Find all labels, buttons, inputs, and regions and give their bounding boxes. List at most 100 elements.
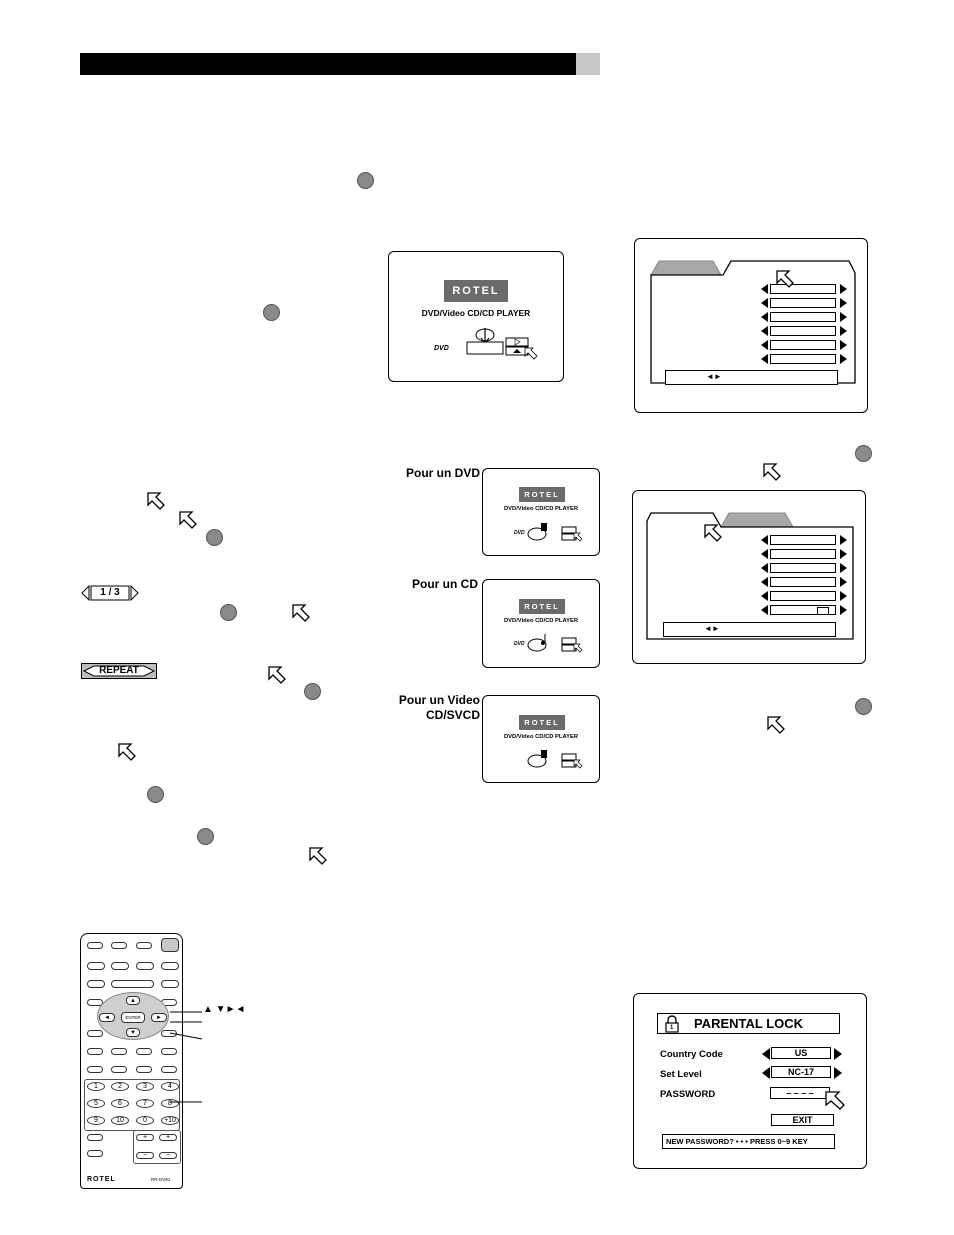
movie-disc-icon (527, 750, 547, 768)
play-icon (561, 753, 583, 769)
setup-menu-screen: ◄► (634, 238, 868, 413)
setup-menu-screen-2: ◄► (632, 490, 866, 664)
player-subtitle: DVD/Video CD/CD PLAYER (421, 308, 531, 318)
remote-key[interactable]: 4 (161, 1082, 179, 1091)
remote-pause-button[interactable] (136, 962, 154, 970)
header-bar-tab (576, 53, 600, 75)
remote-key[interactable]: 2 (111, 1082, 129, 1091)
remote-key[interactable]: 7 (136, 1099, 154, 1108)
remote-angle-button[interactable] (161, 1048, 177, 1055)
country-prev-arrow[interactable] (762, 1048, 770, 1060)
remote-tv-ch-up[interactable]: + (136, 1134, 154, 1141)
remote-prev-button[interactable] (87, 980, 105, 988)
remote-program-button[interactable] (87, 1030, 103, 1037)
step-marker (206, 529, 223, 546)
cursor-icon (767, 716, 785, 734)
player-subtitle: DVD/Video CD/CD PLAYER (503, 618, 579, 624)
nav-arrows: ◄► (706, 372, 722, 381)
step-marker (147, 786, 164, 803)
play-eject-icon (505, 337, 538, 360)
dvd-screen: ROTEL DVD/Video CD/CD PLAYER DVD (482, 468, 600, 556)
remote-shift-button[interactable] (87, 1150, 103, 1157)
remote-rewind-button[interactable] (87, 962, 105, 970)
remote-fn-button[interactable] (87, 1048, 103, 1055)
country-next-arrow[interactable] (834, 1048, 842, 1060)
remote-tv-vol-down[interactable]: − (159, 1152, 177, 1159)
remote-right-button[interactable]: ► (151, 1013, 167, 1022)
remote-key[interactable]: 8 (161, 1099, 179, 1108)
remote-stop-button[interactable] (111, 962, 129, 970)
remote-cancel-button[interactable] (87, 1066, 103, 1073)
cursor-icon (309, 847, 327, 865)
remote-enter-button[interactable]: ENTER (121, 1012, 145, 1023)
remote-forward-button[interactable] (161, 962, 179, 970)
set-level-field[interactable]: NC-17 (771, 1066, 831, 1078)
exit-button[interactable]: EXIT (771, 1114, 834, 1126)
label-svcd: CD/SVCD (425, 708, 480, 722)
cursor-icon (268, 666, 286, 684)
music-disc-icon (527, 634, 547, 652)
remote-key[interactable]: 9 (87, 1116, 105, 1125)
setup-nav-bar: ◄► (663, 622, 836, 637)
setup-rows (761, 282, 851, 366)
cursor-icon (147, 492, 165, 510)
remote-number-pad (84, 1079, 180, 1131)
vcd-screen: ROTEL DVD/Video CD/CD PLAYER (482, 695, 600, 783)
cursor-icon (763, 463, 781, 481)
remote-key[interactable]: 5 (87, 1099, 105, 1108)
dvd-logo: DVD (434, 345, 449, 352)
remote-fn-button[interactable] (111, 1048, 127, 1055)
remote-fn-button[interactable] (136, 1048, 152, 1055)
remote-key[interactable]: 1 (87, 1082, 105, 1091)
label-dvd: Pour un DVD (406, 466, 480, 480)
remote-down-button[interactable]: ▼ (126, 1028, 140, 1037)
lock-number: 1 (670, 1025, 674, 1031)
repeat-indicator: REPEAT (81, 663, 157, 679)
remote-next-button[interactable] (161, 980, 179, 988)
repeat-text: REPEAT (99, 665, 139, 676)
remote-tv-video-button[interactable] (87, 1134, 103, 1141)
remote-zoom-button[interactable] (136, 1066, 152, 1073)
header-bar (80, 53, 576, 75)
remote-key[interactable]: 0 (136, 1116, 154, 1125)
remote-model: RR-DV91 (151, 1177, 171, 1182)
remote-up-button[interactable]: ▲ (126, 996, 140, 1005)
remote-tv-power-button[interactable] (136, 942, 152, 949)
parental-message: NEW PASSWORD? • • • PRESS 0~9 KEY (662, 1134, 835, 1149)
remote-return-button[interactable] (111, 942, 127, 949)
remote-dvd-power-button[interactable] (161, 938, 179, 952)
remote-key[interactable]: 10 (111, 1116, 129, 1125)
cursor-icon (179, 511, 197, 529)
remote-arrows-label: ▲ ▼►◄ (203, 1004, 246, 1015)
player-subtitle: DVD/Video CD/CD PLAYER (503, 506, 579, 512)
remote-tv-ch-down[interactable]: − (136, 1152, 154, 1159)
remote-left-button[interactable]: ◄ (99, 1013, 115, 1022)
remote-digest-button[interactable] (161, 1066, 177, 1073)
country-code-field[interactable]: US (771, 1047, 831, 1059)
remote-osd-button[interactable] (161, 1030, 177, 1037)
setup-rows (761, 533, 851, 617)
remote-control: ▲ ▼ ◄ ► ENTER 1 2 3 4 5 6 7 8 9 10 0 +10… (80, 933, 183, 1189)
remote-resume-button[interactable] (111, 1066, 127, 1073)
step-marker (197, 828, 214, 845)
remote-play-button[interactable] (111, 980, 154, 988)
level-prev-arrow[interactable] (762, 1067, 770, 1079)
remote-callout-lines (170, 1011, 203, 1103)
rotel-logo: ROTEL (519, 715, 565, 730)
password-field[interactable]: – – – – (770, 1087, 830, 1099)
parental-title: PARENTAL LOCK (693, 1016, 804, 1031)
set-level-label: Set Level (660, 1069, 702, 1080)
remote-key[interactable]: 6 (111, 1099, 129, 1108)
remote-open-close-button[interactable] (87, 942, 103, 949)
player-subtitle: DVD/Video CD/CD PLAYER (503, 734, 579, 740)
level-next-arrow[interactable] (834, 1067, 842, 1079)
lock-icon (665, 1015, 679, 1033)
remote-key[interactable]: +10 (161, 1116, 179, 1125)
label-cd: Pour un CD (412, 577, 478, 591)
page-indicator: 1 / 3 (81, 585, 139, 601)
remote-key[interactable]: 3 (136, 1082, 154, 1091)
step-marker (855, 445, 872, 462)
nav-arrows: ◄► (704, 624, 720, 633)
dvd-logo: DVD (514, 530, 525, 536)
remote-tv-vol-up[interactable]: + (159, 1134, 177, 1141)
